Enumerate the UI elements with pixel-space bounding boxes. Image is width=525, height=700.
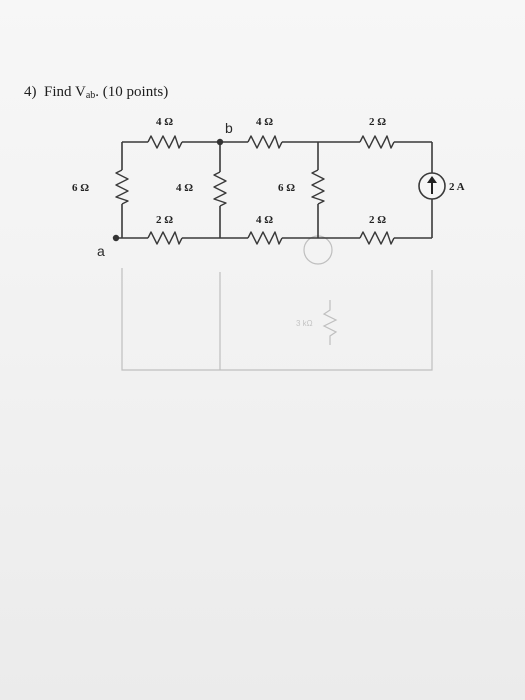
label-middle-vertical-resistor: 6 Ω [278,182,295,194]
resistor-top-middle [247,135,283,149]
label-current-source: 2 A [449,181,465,193]
resistor-top-right [359,135,395,149]
question-number: 4) [24,84,37,100]
node-b-label: b [225,120,233,136]
svg-text:3 kΩ: 3 kΩ [296,319,313,328]
label-left-vertical-resistor: 6 Ω [72,182,89,194]
arrow-up-icon [427,176,437,194]
resistor-bottom-right [359,231,395,245]
question-points: . (10 points) [95,84,169,100]
show-through-ghost: 3 kΩ [121,235,433,371]
label-inner-vertical-resistor: 4 Ω [176,182,193,194]
resistor-top-left [147,135,183,149]
resistor-bottom-middle [247,231,283,245]
label-bottom-left-resistor: 2 Ω [156,214,173,226]
node-b-dot [216,138,224,146]
circuit-wires [116,141,433,239]
node-a-label: a [97,243,105,259]
resistor-left-vertical [115,169,129,205]
resistor-inner-vertical [213,171,227,207]
label-top-middle-resistor: 4 Ω [256,116,273,128]
current-source [418,172,446,200]
question-text: 4) Find Vab. (10 points) [24,84,168,101]
question-prompt: Find V [44,84,86,100]
label-top-right-resistor: 2 Ω [369,116,386,128]
resistor-middle-vertical [311,169,325,205]
node-a-dot [112,234,120,242]
voltage-subscript: ab [85,90,96,101]
resistor-bottom-left [147,231,183,245]
label-bottom-middle-resistor: 4 Ω [256,214,273,226]
label-top-left-resistor: 4 Ω [156,116,173,128]
label-bottom-right-resistor: 2 Ω [369,214,386,226]
